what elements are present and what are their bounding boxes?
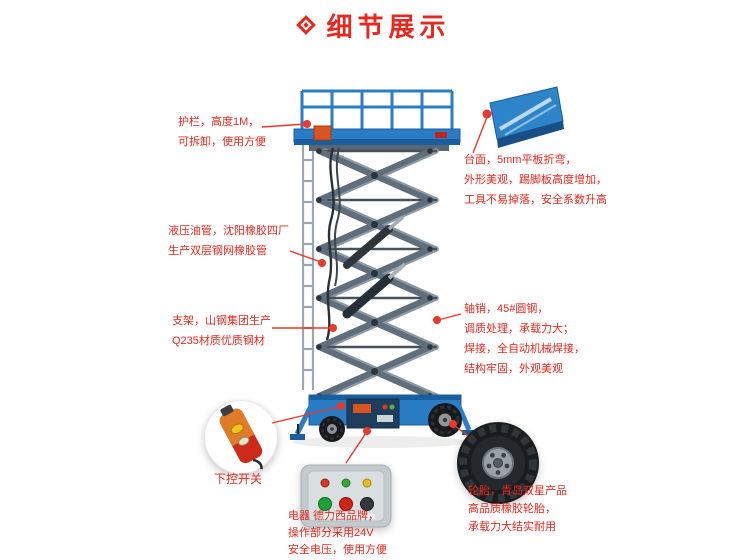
diamond-icon — [296, 15, 317, 35]
annotation-line: 生产双层钢网橡胶管 — [168, 245, 267, 257]
annotation-line: 外形美观，踢脚板高度增加， — [464, 174, 607, 186]
annotation-line: 焊接，全自动机械焊接， — [464, 343, 585, 355]
page-title-text: 细节展示 — [326, 11, 451, 42]
annotation-line: 护栏，高度1M， — [178, 116, 260, 128]
annotation-guardrail: 护栏，高度1M， 可拆卸，使用方便 — [178, 112, 266, 152]
annotation-line: 高品质橡胶轮胎， — [468, 503, 556, 515]
annotation-line: 轴销，45#圆钢， — [464, 303, 549, 315]
scissor-mechanism — [316, 148, 439, 399]
annotation-bracket: 支架，山钢集团生产 Q235材质优质钢材 — [172, 311, 271, 351]
annotation-line: 电器 德力西品牌， — [288, 510, 380, 522]
annotation-lower-control-label: 下控开关 — [214, 472, 263, 486]
hydraulic-hose — [334, 147, 341, 287]
annotation-hydraulic-hose: 液压油管，沈阳橡胶四厂 生产双层钢网橡胶管 — [168, 221, 289, 261]
ground-shadow — [292, 436, 468, 448]
annotation-line: 工具不易掉落，安全系数升高 — [464, 194, 607, 206]
marker-dot-platform — [482, 109, 492, 119]
annotation-electric: 电器 德力西品牌， 操作部分采用24V 安全电压，使用方便 — [288, 508, 387, 559]
annotation-line: 液压油管，沈阳橡胶四厂 — [168, 225, 289, 237]
annotation-line: 承载力大结实耐用 — [468, 521, 556, 533]
platform-deck — [293, 125, 461, 151]
hydraulic-cylinder — [342, 215, 407, 319]
annotation-axle-pin: 轴销，45#圆钢， 调质处理，承载力大； 焊接，全自动机械焊接， 结构牢固，外观… — [464, 299, 585, 379]
platform-detail-photo — [489, 86, 564, 148]
annotation-line: 可拆卸，使用方便 — [178, 136, 266, 148]
scissor-lift-illustration — [290, 89, 475, 448]
annotation-line: 台面，5mm平板折弯， — [464, 154, 577, 166]
page-title: 细节展示 — [0, 8, 750, 42]
guardrail — [300, 89, 454, 130]
annotation-line: 结构牢固，外观美观 — [464, 363, 563, 375]
annotation-line: 安全电压，使用方便 — [288, 544, 387, 556]
annotation-tire: 轮胎，青岛双星产品 高品质橡胶轮胎， 承载力大结实耐用 — [468, 482, 567, 536]
remote-control — [219, 404, 263, 470]
annotation-line: 操作部分采用24V — [288, 527, 374, 539]
front-wheel — [319, 416, 345, 442]
hydraulic-hose — [325, 147, 335, 341]
rear-wheel — [428, 403, 462, 437]
annotation-line: Q235材质优质钢材 — [172, 335, 265, 347]
control-panel-photo — [300, 464, 392, 533]
annotation-line: 轮胎，青岛双星产品 — [468, 485, 567, 497]
annotation-line: 调质处理，承载力大； — [464, 323, 574, 335]
annotation-line: 支架，山钢集团生产 — [172, 315, 271, 327]
remote-control-photo — [202, 398, 280, 481]
tire-photo — [455, 420, 541, 511]
annotation-platform: 台面，5mm平板折弯， 外形美观，踢脚板高度增加， 工具不易掉落，安全系数升高 — [464, 150, 607, 210]
ladder — [301, 144, 315, 390]
leader-line-platform — [472, 116, 488, 154]
